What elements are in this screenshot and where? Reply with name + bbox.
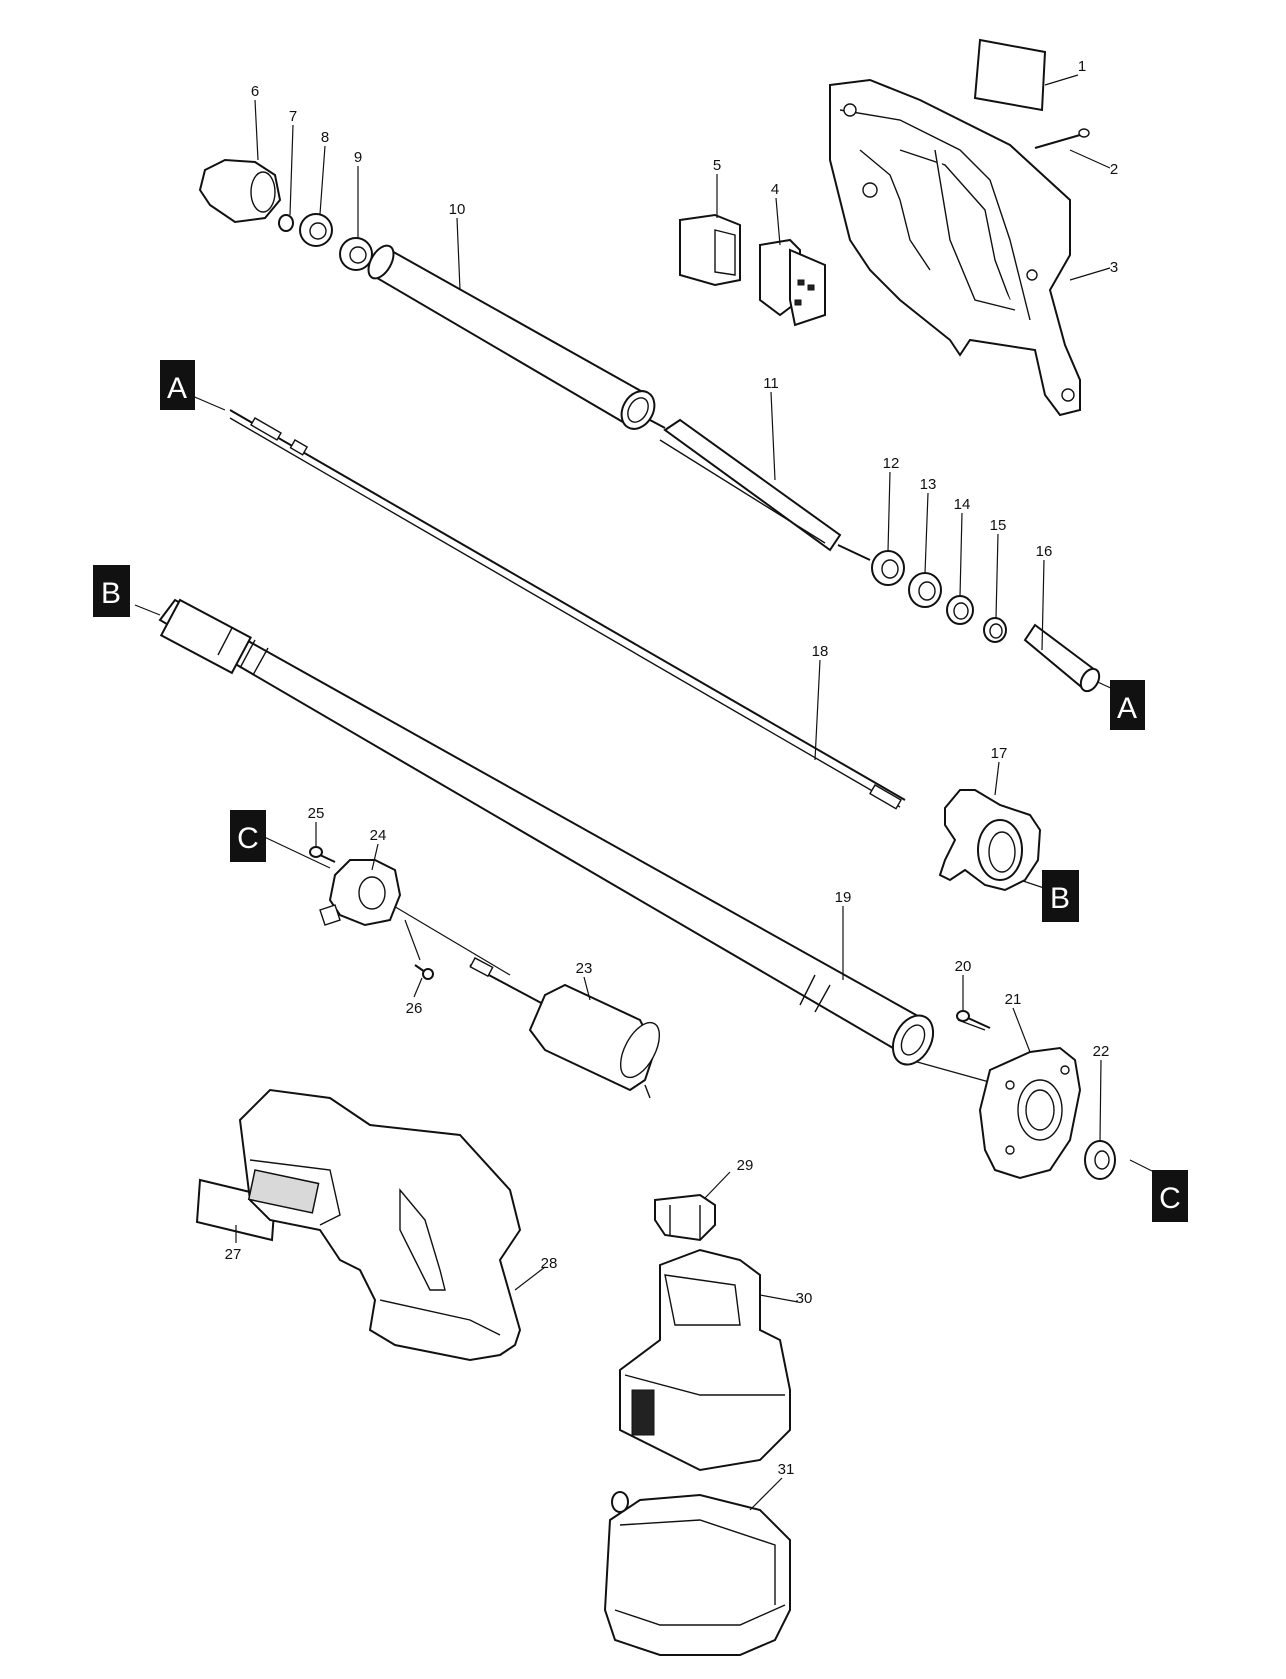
svg-text:C: C bbox=[237, 822, 259, 855]
part-30-battery bbox=[619, 1248, 791, 1472]
part-23-motor bbox=[469, 957, 661, 1099]
part-19-long-tube bbox=[158, 598, 935, 1066]
svg-text:A: A bbox=[1117, 692, 1137, 725]
part-label-14: 14 bbox=[954, 496, 971, 513]
part-26-screw bbox=[414, 964, 434, 980]
part-label-6: 6 bbox=[251, 83, 259, 100]
part-label-5: 5 bbox=[713, 157, 721, 174]
part-31-battery-cover bbox=[603, 1491, 791, 1656]
part-12-bearing bbox=[871, 550, 905, 586]
flag-a-right: A bbox=[1110, 680, 1145, 730]
part-label-24: 24 bbox=[370, 827, 387, 844]
part-17-knob bbox=[938, 789, 1042, 892]
part-5-cover bbox=[679, 213, 741, 287]
flag-b-left: B bbox=[93, 565, 130, 617]
part-20-screw bbox=[956, 1010, 991, 1029]
part-13-bearing bbox=[908, 572, 942, 608]
flag-c-right: C bbox=[1152, 1170, 1188, 1222]
part-label-17: 17 bbox=[991, 745, 1008, 762]
part-4-switch bbox=[759, 238, 826, 327]
part-label-2: 2 bbox=[1110, 161, 1118, 178]
part-label-9: 9 bbox=[354, 149, 362, 166]
part-3-housing-half bbox=[829, 78, 1081, 417]
part-label-12: 12 bbox=[883, 455, 900, 472]
svg-text:A: A bbox=[167, 372, 187, 405]
part-label-4: 4 bbox=[771, 181, 779, 198]
part-24-bracket bbox=[319, 859, 402, 927]
part-label-7: 7 bbox=[289, 108, 297, 125]
part-label-16: 16 bbox=[1036, 543, 1053, 560]
flag-b-right: B bbox=[1042, 870, 1079, 922]
part-label-26: 26 bbox=[406, 1000, 423, 1017]
flag-a-top: A bbox=[160, 360, 195, 410]
flag-c-left: C bbox=[230, 810, 266, 862]
part-11-shaft bbox=[649, 418, 871, 561]
part-label-20: 20 bbox=[955, 958, 972, 975]
svg-text:C: C bbox=[1159, 1182, 1181, 1215]
part-label-15: 15 bbox=[990, 517, 1007, 534]
part-10-tube bbox=[367, 244, 656, 430]
part-16-sleeve bbox=[1023, 623, 1101, 693]
svg-text:B: B bbox=[1050, 882, 1070, 915]
part-label-3: 3 bbox=[1110, 259, 1118, 276]
part-label-1: 1 bbox=[1078, 58, 1086, 75]
part-number-labels: 1 2 3 4 5 6 7 8 9 10 11 12 13 14 15 16 1… bbox=[225, 58, 1119, 1478]
part-22-bearing bbox=[1084, 1140, 1116, 1180]
part-15-ring bbox=[983, 617, 1007, 643]
part-label-30: 30 bbox=[796, 1290, 813, 1307]
part-label-8: 8 bbox=[321, 129, 329, 146]
part-2-screw bbox=[1034, 128, 1090, 149]
part-label-31: 31 bbox=[778, 1461, 795, 1478]
part-label-13: 13 bbox=[920, 476, 937, 493]
part-28-housing bbox=[238, 1088, 522, 1362]
leader-lines bbox=[235, 74, 1111, 1511]
svg-text:B: B bbox=[101, 577, 121, 610]
part-label-29: 29 bbox=[737, 1157, 754, 1174]
part-label-11: 11 bbox=[763, 375, 779, 392]
part-6-chuck bbox=[198, 158, 282, 224]
connection-flags: A A B B C C bbox=[93, 360, 1188, 1222]
part-7-ring bbox=[278, 214, 294, 232]
part-14-ring bbox=[946, 595, 974, 625]
part-label-25: 25 bbox=[308, 805, 325, 822]
part-label-19: 19 bbox=[835, 889, 852, 906]
part-8-bearing bbox=[299, 213, 333, 247]
part-label-10: 10 bbox=[449, 201, 466, 218]
part-label-23: 23 bbox=[576, 960, 593, 977]
part-label-22: 22 bbox=[1093, 1043, 1110, 1060]
part-label-18: 18 bbox=[812, 643, 829, 660]
part-label-21: 21 bbox=[1005, 991, 1022, 1008]
part-label-28: 28 bbox=[541, 1255, 558, 1272]
part-18-long-shaft bbox=[229, 409, 906, 810]
part-label-27: 27 bbox=[225, 1246, 242, 1263]
part-21-flange bbox=[978, 1046, 1082, 1180]
part-1-label bbox=[973, 38, 1047, 112]
part-29-clip bbox=[654, 1193, 716, 1242]
part-9-bearing bbox=[339, 237, 373, 271]
